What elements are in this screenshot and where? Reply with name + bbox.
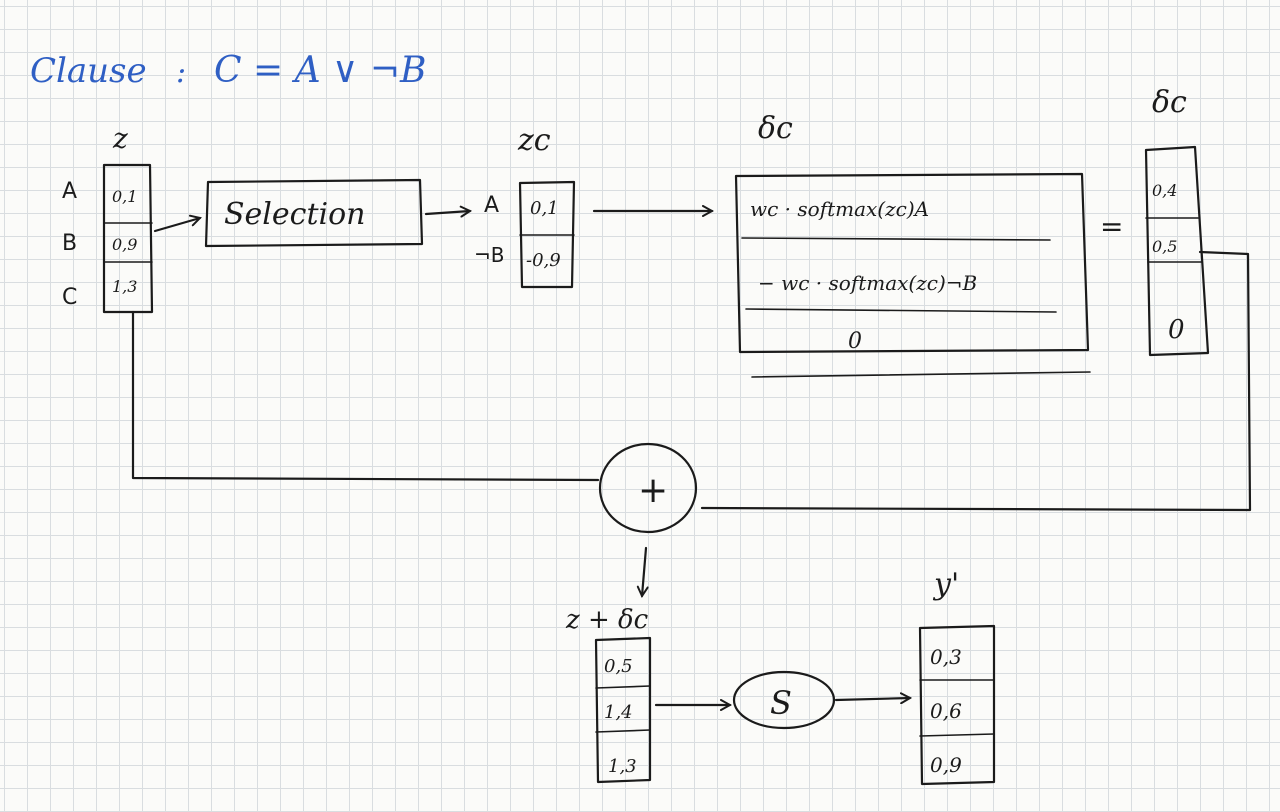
delta-box-line-2: − wc · softmax(zc)¬B	[758, 271, 977, 295]
z-vector: z A B C 0,1 0,9 1,3	[62, 122, 154, 314]
zc-vector: zc A ¬B 0,1 -0,9	[474, 123, 576, 289]
zc-value-a: 0,1	[530, 198, 559, 219]
delta-box-divider-1	[741, 237, 1051, 241]
y-vector-outline	[918, 624, 996, 786]
y-value-3: 0,9	[930, 753, 962, 777]
sum-value-2: 1,4	[604, 702, 633, 723]
sum-vector-outline	[594, 636, 652, 784]
y-value-2: 0,6	[930, 699, 962, 723]
title-formula: C = A ∨ ¬B	[214, 50, 426, 91]
plus-symbol: +	[638, 470, 668, 511]
selection-label: Selection	[224, 197, 366, 232]
arrow-z-to-selection	[153, 218, 200, 233]
delta-value-2: 0,5	[1152, 237, 1177, 256]
arrow-selection-to-zc	[424, 211, 470, 214]
title-label: Clause	[30, 51, 147, 91]
zc-header: zc	[517, 123, 551, 158]
z-row-label-b: B	[62, 231, 77, 256]
delta-vector-outline	[1144, 145, 1210, 357]
zc-value-notb: -0,9	[526, 250, 561, 271]
zc-vector-outline	[518, 180, 576, 289]
delta-value-3: 0	[1168, 315, 1185, 345]
selection-block: Selection	[204, 178, 424, 248]
sigma-circle	[732, 670, 836, 730]
delta-box-outline	[734, 172, 1090, 354]
z-vector-dividers	[103, 222, 153, 263]
plus-node: +	[598, 442, 698, 534]
arrow-sigma-to-y	[834, 698, 910, 700]
z-row-label-c: C	[62, 285, 77, 310]
arrow-plus-to-sum	[642, 546, 646, 596]
delta-box-divider-2	[745, 308, 1057, 313]
connector-z-to-plus	[131, 310, 600, 482]
delta-box-header: δc	[758, 111, 793, 146]
delta-box-line-3: 0	[848, 329, 862, 354]
delta-value-1: 0,4	[1152, 181, 1177, 200]
sigma-symbol: S	[770, 684, 792, 722]
sum-vector-dividers	[595, 685, 651, 733]
z-vector-outline	[102, 163, 154, 314]
z-value-c: 1,3	[112, 277, 137, 296]
y-value-1: 0,3	[930, 645, 962, 669]
title-separator: :	[176, 55, 186, 90]
delta-vector: δc 0,4 0,5 0	[1144, 85, 1210, 357]
zc-row-label-notb: ¬B	[474, 243, 504, 267]
y-header: y'	[932, 567, 959, 602]
y-vector-dividers	[919, 679, 995, 737]
sum-header: z + δc	[565, 605, 649, 635]
delta-box-bottom-stroke	[751, 371, 1091, 378]
connector-delta-to-plus	[700, 250, 1252, 512]
sum-value-3: 1,3	[608, 756, 637, 777]
zc-row-label-a: A	[484, 193, 499, 218]
delta-vector-dividers	[1145, 217, 1203, 263]
delta-box-line-1: wc · softmax(zc)A	[750, 197, 929, 221]
delta-header: δc	[1152, 85, 1187, 120]
z-row-label-a: A	[62, 179, 77, 204]
z-value-b: 0,9	[112, 235, 137, 254]
sum-vector: z + δc 0,5 1,4 1,3	[565, 605, 652, 784]
plus-circle	[598, 442, 698, 534]
selection-box	[204, 178, 424, 248]
z-value-a: 0,1	[112, 187, 137, 206]
equals-sign: =	[1100, 210, 1123, 243]
sum-value-1: 0,5	[604, 656, 633, 677]
y-vector: y' 0,3 0,6 0,9	[918, 567, 996, 786]
z-header: z	[112, 122, 128, 155]
delta-computation-block: δc wc · softmax(zc)A − wc · softmax(zc)¬…	[734, 111, 1091, 378]
sigma-node: S	[732, 670, 836, 730]
title: Clause : C = A ∨ ¬B	[30, 50, 426, 91]
